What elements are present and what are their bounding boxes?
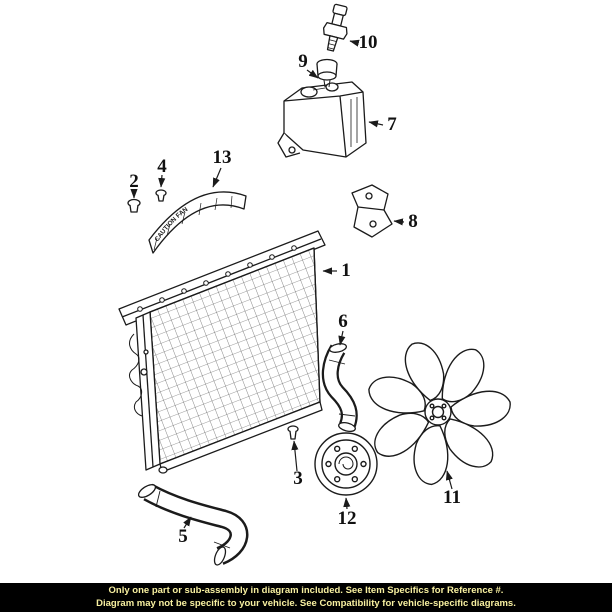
fan-blade (368, 342, 511, 486)
callout-2: 2 (129, 171, 139, 192)
clip-4 (155, 189, 167, 202)
footer-line-2: Diagram may not be specific to your vehi… (96, 598, 516, 609)
coolant-reservoir (277, 81, 367, 158)
callout-12: 12 (337, 508, 357, 529)
clip-3 (287, 425, 299, 440)
footer-disclaimer: Only one part or sub-assembly in diagram… (0, 583, 612, 612)
callout-5: 5 (178, 526, 188, 547)
caution-fan-label (148, 191, 247, 254)
callout-6: 6 (338, 311, 348, 332)
lower-hose (137, 483, 249, 566)
leader-lines (130, 39, 453, 529)
caution-fan-text: CAUTION FAN (154, 206, 190, 243)
callout-4: 4 (157, 156, 167, 177)
callout-3: 3 (293, 468, 303, 489)
callout-1: 1 (341, 260, 351, 281)
coolant-sensor (322, 3, 348, 52)
callout-8: 8 (408, 211, 418, 232)
callout-7: 7 (387, 114, 397, 135)
callout-11: 11 (443, 487, 461, 508)
callout-9: 9 (298, 51, 308, 72)
radiator (118, 230, 326, 474)
fan-clutch (314, 432, 378, 496)
footer-line-1: Only one part or sub-assembly in diagram… (108, 585, 504, 596)
callout-13: 13 (212, 147, 232, 168)
callout-10: 10 (358, 32, 378, 53)
clip-2 (127, 198, 141, 213)
mounting-bracket (351, 184, 393, 238)
upper-hose (321, 343, 358, 433)
reservoir-cap (312, 58, 338, 91)
